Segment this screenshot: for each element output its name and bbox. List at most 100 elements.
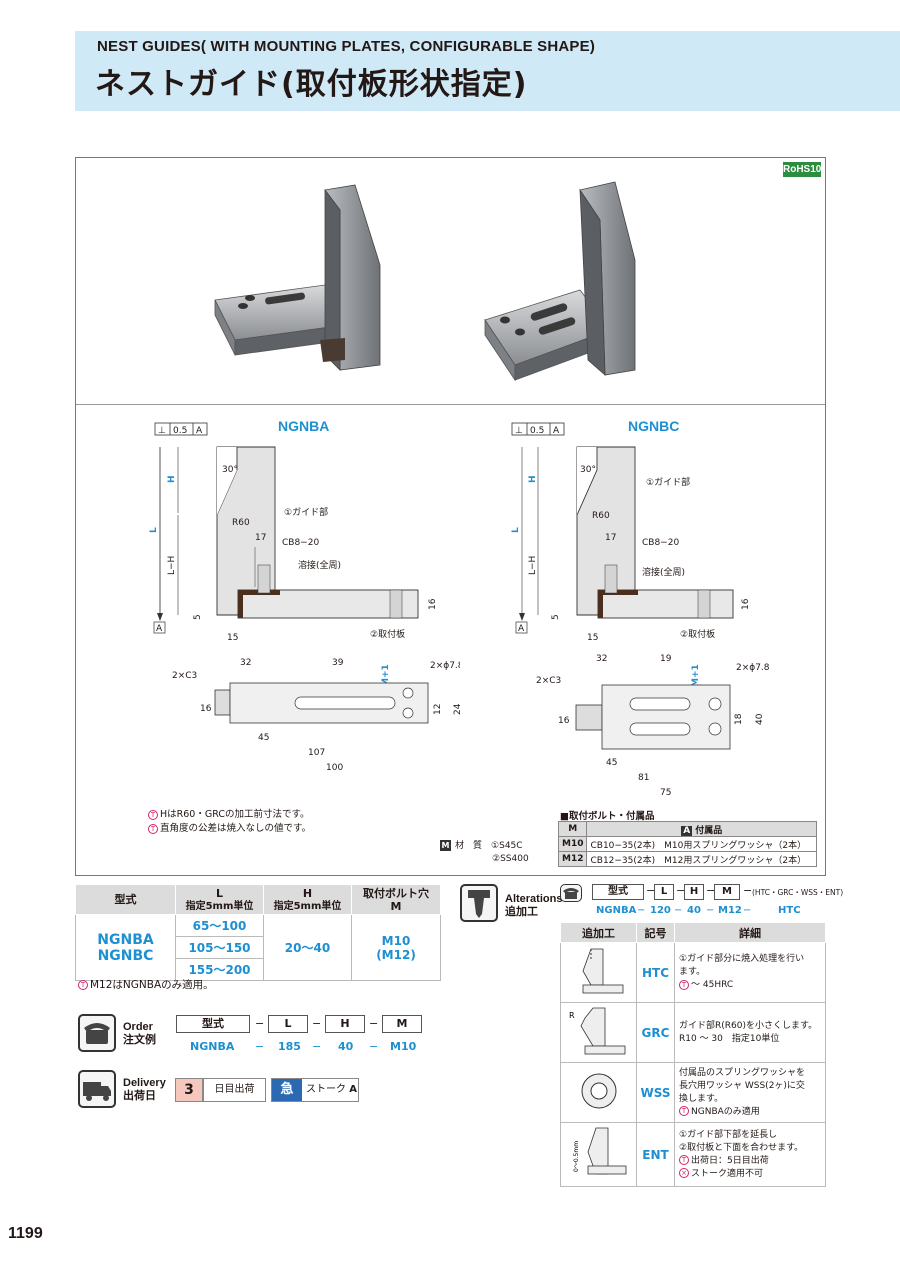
- bolt-header-m: M: [557, 821, 588, 837]
- material-1: ①S45C: [491, 841, 523, 851]
- note-mark-icon: T: [148, 809, 158, 820]
- dim-32: 32: [240, 658, 251, 668]
- dim-m-plus: M+1: [691, 664, 701, 687]
- guide-label: ①ガイド部: [646, 476, 690, 488]
- dim-107: 107: [308, 748, 325, 758]
- drawing-ngnba: ⊥ 0.5 A A H L L−H 30° R60 ①ガイド部 17 CB8−2…: [149, 422, 460, 773]
- weld-label: 溶接(全周): [642, 566, 685, 578]
- order-field-type: 型式: [176, 1015, 250, 1033]
- table-row: R GRC ガイド部R(R60)を小さくします。 R10 〜 30 指定10単位: [560, 1002, 826, 1063]
- note-mark-icon: T: [679, 1155, 689, 1165]
- note-mark-icon: T: [679, 979, 689, 990]
- delivery-days: 3: [175, 1078, 203, 1102]
- title-banner: NEST GUIDES( WITH MOUNTING PLATES, CONFI…: [75, 31, 900, 111]
- title-jp: ネストガイド(取付板形状指定): [95, 67, 528, 102]
- dim-17: 17: [255, 533, 266, 543]
- material-2: ②SS400: [492, 854, 529, 864]
- dim-l: L: [149, 527, 159, 533]
- spec-m-values: M10(M12): [351, 914, 441, 981]
- dim-15: 15: [227, 633, 238, 643]
- hole-label: 2×ϕ7.8: [430, 661, 460, 671]
- weld-label: 溶接(全周): [298, 559, 341, 571]
- alt-value-l: 120: [650, 905, 671, 916]
- note-mark-icon: T: [78, 980, 88, 990]
- table-row: HTC ①ガイド部分に焼入処理を行い ます。 T〜 45HRC: [560, 942, 826, 1003]
- plate-label: ②取付板: [680, 628, 715, 640]
- drill-icon: [460, 884, 498, 922]
- ent-dim-label: 0〜0.5mm: [573, 1141, 580, 1172]
- dim-5: 5: [551, 614, 561, 620]
- note-mark-icon: T: [148, 823, 158, 834]
- dim-32: 32: [596, 654, 607, 664]
- dim-12: 12: [433, 704, 443, 715]
- grc-r-label: R: [569, 1011, 575, 1020]
- alt-codes: (HTC・GRC・WSS・ENT): [752, 888, 844, 897]
- page-number: 1199: [8, 1225, 43, 1242]
- perp-tol: 0.5: [173, 426, 187, 436]
- alt-value-h: 40: [687, 905, 701, 916]
- dim-h: H: [167, 475, 177, 483]
- grc-diagram: R: [560, 1002, 637, 1063]
- alt-value-code: HTC: [778, 905, 801, 916]
- material-badge: M: [440, 840, 451, 851]
- perp-symbol: ⊥: [158, 426, 166, 436]
- prohibited-icon: ×: [679, 1168, 689, 1178]
- perp-datum: A: [553, 426, 560, 436]
- alt-header-detail: 詳細: [674, 922, 826, 943]
- dim-5: 5: [193, 614, 203, 620]
- table-row: 155〜200: [76, 958, 441, 981]
- accessory-badge: A: [681, 825, 693, 836]
- photo-ngnbc: [484, 181, 636, 382]
- alt-header-alt: 追加工: [560, 922, 637, 943]
- alt-field-h: H: [684, 884, 704, 900]
- dim-45: 45: [606, 758, 617, 768]
- dim-h: H: [528, 475, 538, 483]
- c3-label: 2×C3: [172, 671, 197, 681]
- alt-field-l: L: [654, 884, 674, 900]
- dim-16b: 16: [200, 704, 212, 714]
- delivery-days-label: 日目出荷: [203, 1078, 266, 1102]
- frame-divider: [76, 404, 825, 405]
- drawing-title-ngnbc: NGNBC: [628, 418, 680, 434]
- dim-75: 75: [660, 788, 671, 798]
- dim-16: 16: [428, 598, 438, 610]
- dim-18: 18: [734, 713, 744, 725]
- drawing-title-ngnba: NGNBA: [278, 418, 330, 434]
- r60-label: R60: [232, 518, 250, 528]
- dim-39: 39: [332, 658, 344, 668]
- datum-a: A: [518, 624, 525, 634]
- dim-m-plus: M+1: [381, 664, 391, 687]
- order-field-m: M: [382, 1015, 422, 1033]
- photo-ngnba: [214, 184, 381, 371]
- order-value-type: NGNBA: [190, 1040, 235, 1053]
- angle-30: 30°: [222, 465, 238, 475]
- drawing-ngnbc: ⊥ 0.5 A A H L L−H 30° R60 ①ガイド部 17 CB8−2…: [511, 422, 770, 798]
- bolt-table-title: ■取付ボルト・付属品: [560, 811, 655, 822]
- dim-40: 40: [755, 713, 765, 725]
- dim-16b: 16: [558, 716, 570, 726]
- dim-45: 45: [258, 733, 269, 743]
- dim-19: 19: [660, 654, 672, 664]
- alt-value-type: NGNBA: [596, 905, 637, 916]
- r60-label: R60: [592, 511, 610, 521]
- plate-label: ②取付板: [370, 628, 405, 640]
- dim-17: 17: [605, 533, 616, 543]
- rohs-badge: RoHS10: [783, 162, 822, 177]
- dim-16: 16: [741, 598, 751, 610]
- htc-diagram: [560, 942, 637, 1003]
- truck-icon: [78, 1070, 116, 1108]
- table-row: M12 CB12−35(2本) M12用スプリングワッシャ（2本）: [557, 851, 817, 867]
- express-icon: 急: [272, 1079, 302, 1101]
- order-value-m: M10: [390, 1040, 417, 1053]
